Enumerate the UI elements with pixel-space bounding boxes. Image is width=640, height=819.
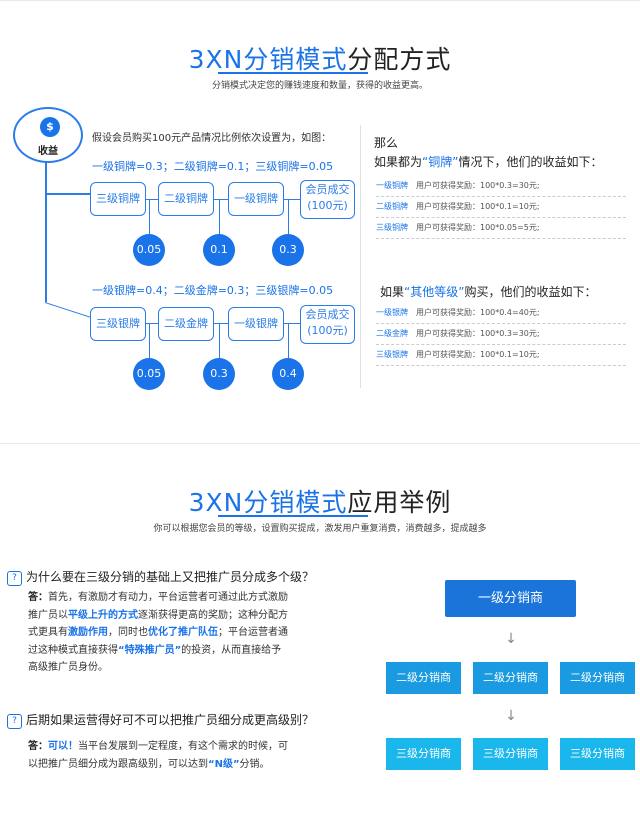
silver-drop-3	[288, 323, 289, 359]
top-divider	[0, 0, 640, 1]
level3-distributor: 三级分销商	[473, 738, 548, 770]
section2-subtitle: 你可以根据您会员的等级，设置购买提成，激发用户重复消费，消费越多，提成越多	[153, 524, 487, 534]
copper-ratio-dot: 0.3	[272, 234, 304, 266]
level3-distributor: 三级分销商	[386, 738, 461, 770]
income-label: 收益	[38, 146, 58, 157]
copper-drop-1	[149, 199, 150, 237]
silver-drop-2	[219, 323, 220, 359]
vertical-divider	[360, 125, 361, 388]
level2-distributor: 二级分销商	[386, 662, 461, 694]
section1-title: 3XN分销模式分配方式	[188, 45, 452, 74]
copper-drop-3	[288, 199, 289, 237]
silver-formula: 一级银牌=0.4；二级金牌=0.3；三级银牌=0.05	[92, 284, 334, 297]
copper-reward-row: 一级铜牌用户可获得奖励：100*0.3=30元;	[376, 176, 626, 197]
deal-amount: (100元)	[307, 199, 348, 212]
if-copper-heading: 如果都为“铜牌”情况下，他们的收益如下：	[374, 155, 603, 169]
silver-box-level2: 二级金牌	[158, 307, 214, 341]
copper-formula: 一级铜牌=0.3；二级铜牌=0.1；三级铜牌=0.05	[92, 160, 334, 173]
silver-box-level1: 一级银牌	[228, 307, 284, 341]
silver-box-level3: 三级银牌	[90, 307, 146, 341]
copper-ratio-dot: 0.1	[203, 234, 235, 266]
silver-deal-box: 会员成交 (100元)	[300, 305, 355, 344]
question-icon: ?	[7, 571, 22, 586]
if-other-heading: 如果“其他等级”购买，他们的收益如下：	[380, 285, 597, 299]
section2-title: 3XN分销模式应用举例	[188, 488, 452, 517]
copper-drop-2	[219, 199, 220, 237]
silver-ratio-dot: 0.05	[133, 358, 165, 390]
faq-question-2: ?后期如果运营得好可不可以把推广员细分成更高级别？	[7, 711, 314, 729]
level3-distributor: 三级分销商	[560, 738, 635, 770]
faq-question-1: ?为什么要在三级分销的基础上又把推广员分成多个级？	[7, 568, 314, 586]
connector-trunk	[45, 160, 47, 302]
other-reward-row: 一级银牌用户可获得奖励：100*0.4=40元;	[376, 303, 626, 324]
assumption-text: 假设会员购买100元产品情况比例依次设置为，如图：	[92, 133, 332, 144]
other-reward-row: 二级金牌用户可获得奖励：100*0.3=30元;	[376, 324, 626, 345]
deal-amount: (100元)	[307, 324, 348, 337]
copper-box-level1: 一级铜牌	[228, 182, 284, 216]
arrow-down-icon: ↓	[505, 708, 517, 724]
copper-deal-box: 会员成交 (100元)	[300, 180, 355, 219]
copper-reward-row: 三级铜牌用户可获得奖励：100*0.05=5元;	[376, 218, 626, 239]
silver-ratio-dot: 0.4	[272, 358, 304, 390]
faq-answer-2: 答：可以！当平台发展到一定程度，有这个需求的时候，可以把推广员细分成为跟高级别，…	[28, 741, 288, 770]
copper-box-level3: 三级铜牌	[90, 182, 146, 216]
deal-label: 会员成交	[305, 308, 350, 321]
arrow-down-icon: ↓	[505, 631, 517, 647]
silver-drop-1	[149, 323, 150, 359]
level2-distributor: 二级分销商	[560, 662, 635, 694]
title-underline	[218, 515, 368, 517]
silver-link-line	[126, 323, 304, 324]
title-underline	[218, 72, 368, 74]
faq-answer-1: 答：首先，有激励才有动力，平台运营者可通过此方式激励推广员以平级上升的方式逐渐获…	[28, 592, 288, 673]
question-icon: ?	[7, 714, 22, 729]
level1-distributor: 一级分销商	[445, 580, 576, 617]
then-text: 那么	[374, 136, 399, 150]
coin-stack-icon: $	[40, 117, 60, 137]
copper-ratio-dot: 0.05	[133, 234, 165, 266]
section-divider	[0, 443, 640, 444]
copper-link-line	[126, 199, 304, 200]
silver-ratio-dot: 0.3	[203, 358, 235, 390]
other-reward-row: 三级银牌用户可获得奖励：100*0.1=10元;	[376, 345, 626, 366]
deal-label: 会员成交	[305, 183, 350, 196]
copper-box-level2: 二级铜牌	[158, 182, 214, 216]
connector-copper	[45, 193, 90, 195]
level2-distributor: 二级分销商	[473, 662, 548, 694]
connector-silver	[45, 302, 90, 318]
copper-reward-row: 二级铜牌用户可获得奖励：100*0.1=10元;	[376, 197, 626, 218]
income-circle: $ 收益	[13, 107, 83, 163]
section1-subtitle: 分销模式决定您的赚钱速度和数量，获得的收益更高。	[211, 81, 428, 91]
